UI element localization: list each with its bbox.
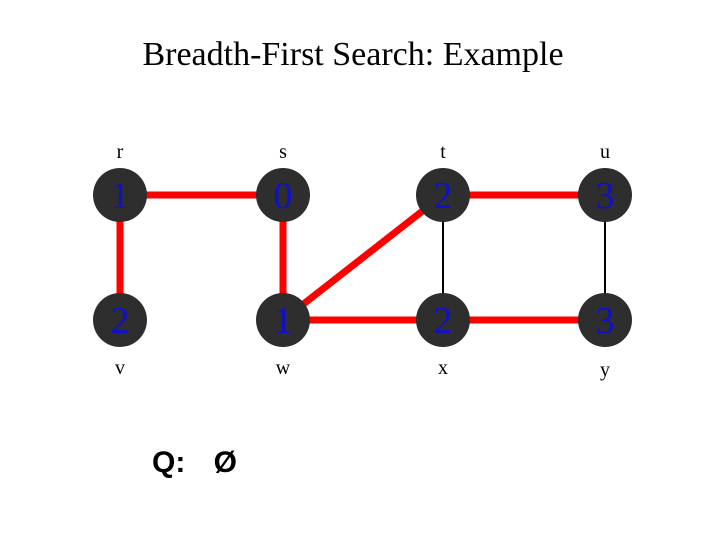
vertex-label-u: u bbox=[600, 141, 610, 163]
vertex-u: 3 bbox=[578, 168, 632, 222]
vertex-circle-s bbox=[256, 168, 310, 222]
vertex-distance-r: 1 bbox=[111, 175, 130, 217]
vertex-label-t: t bbox=[440, 141, 446, 163]
vertex-distance-t: 2 bbox=[434, 175, 453, 217]
vertex-distance-v: 2 bbox=[111, 300, 130, 342]
vertex-y: 3 bbox=[578, 293, 632, 347]
vertex-circle-v bbox=[93, 293, 147, 347]
vertex-label-r: r bbox=[117, 141, 124, 163]
queue-contents: Ø bbox=[213, 446, 238, 479]
vertex-circle-y bbox=[578, 293, 632, 347]
vertex-circle-r bbox=[93, 168, 147, 222]
vertex-circle-x bbox=[416, 293, 470, 347]
vertex-distance-s: 0 bbox=[274, 175, 293, 217]
vertex-v: 2 bbox=[93, 293, 147, 347]
nodes-layer: 1 0 2 3 2 1 2 3 bbox=[93, 168, 632, 347]
vertex-label-v: v bbox=[115, 357, 125, 379]
vertex-circle-w bbox=[256, 293, 310, 347]
vertex-t: 2 bbox=[416, 168, 470, 222]
vertex-w: 1 bbox=[256, 293, 310, 347]
labels-layer: r s t u v w x y bbox=[115, 141, 610, 381]
vertex-label-s: s bbox=[279, 141, 287, 163]
vertex-distance-w: 1 bbox=[274, 300, 293, 342]
vertex-distance-y: 3 bbox=[596, 300, 615, 342]
vertex-distance-x: 2 bbox=[434, 300, 453, 342]
slide-title: Breadth-First Search: Example bbox=[142, 36, 564, 73]
queue-label: Q: bbox=[152, 446, 186, 479]
vertex-distance-u: 3 bbox=[596, 175, 615, 217]
vertex-r: 1 bbox=[93, 168, 147, 222]
vertex-s: 0 bbox=[256, 168, 310, 222]
vertex-circle-t bbox=[416, 168, 470, 222]
vertex-label-y: y bbox=[600, 359, 610, 381]
vertex-circle-u bbox=[578, 168, 632, 222]
vertex-x: 2 bbox=[416, 293, 470, 347]
vertex-label-w: w bbox=[276, 357, 291, 379]
queue-display: Q: Ø bbox=[152, 446, 237, 480]
tree-edge-w-t bbox=[280, 192, 446, 323]
edges-layer bbox=[116, 191, 606, 324]
vertex-label-x: x bbox=[438, 357, 448, 379]
